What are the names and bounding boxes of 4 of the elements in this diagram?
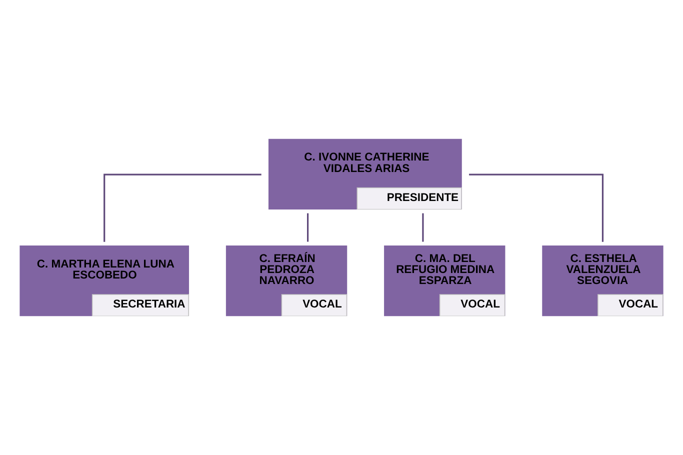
connector <box>104 174 262 242</box>
connector <box>469 174 604 242</box>
connector <box>307 213 309 242</box>
connector <box>422 213 424 242</box>
